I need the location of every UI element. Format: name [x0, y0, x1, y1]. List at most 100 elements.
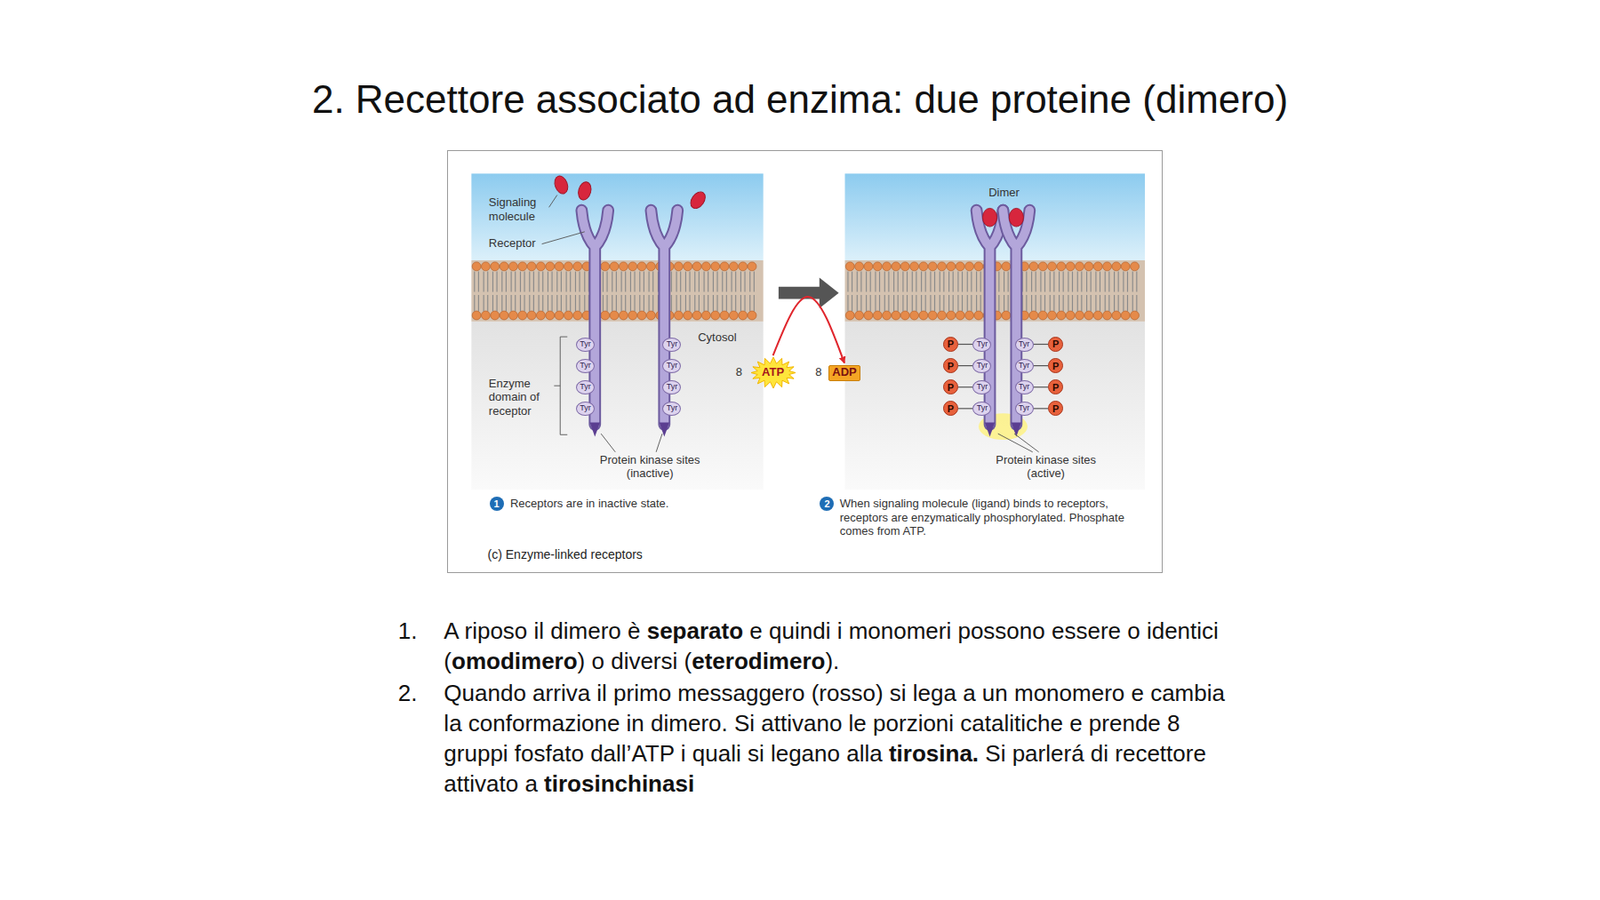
lipid-heads	[671, 272, 672, 293]
lipid-heads	[621, 295, 623, 312]
lipid-heads	[600, 311, 610, 320]
lipid-heads	[998, 295, 1000, 312]
lipid-heads	[628, 311, 638, 320]
lipid-heads	[643, 295, 645, 312]
lipid-heads	[698, 295, 700, 312]
list-text: eterodimero	[691, 648, 825, 675]
lipid-heads	[1025, 272, 1027, 293]
lipid-heads	[1093, 262, 1103, 272]
lipid-heads	[478, 272, 480, 293]
lipid-heads	[547, 272, 549, 293]
lipid-heads	[934, 295, 936, 312]
lipid-heads	[884, 272, 886, 293]
lipid-heads	[1056, 311, 1066, 320]
lipid-heads	[929, 272, 931, 293]
lipid-heads	[900, 311, 910, 320]
lipid-heads	[864, 311, 873, 320]
receptor-protein	[659, 423, 670, 438]
lipid-heads	[1025, 295, 1027, 312]
lipid-heads	[726, 272, 728, 293]
lipid-heads	[856, 272, 858, 293]
lipid-heads	[744, 272, 745, 293]
lipid-heads	[1063, 272, 1064, 293]
lipid-heads	[652, 295, 654, 312]
receptor-protein	[984, 423, 995, 438]
lipid-heads	[939, 295, 941, 312]
lipid-heads	[554, 311, 564, 320]
lipid-heads	[879, 272, 880, 293]
tyrosine-site: Tyr	[662, 359, 681, 374]
lipid-heads	[1095, 295, 1096, 312]
lipid-heads	[1132, 272, 1134, 293]
lipid-heads	[1099, 295, 1101, 312]
list-text: ) o diversi (	[577, 648, 693, 675]
lipid-heads	[527, 311, 536, 320]
lipid-heads	[919, 262, 928, 272]
atp-starburst: ATP	[758, 364, 789, 382]
lipid-heads	[542, 272, 544, 293]
node-label: Tyr	[579, 383, 592, 392]
lipid-heads	[1086, 272, 1088, 293]
lipid-heads	[602, 295, 604, 312]
lipid-heads	[518, 262, 528, 272]
lipid-heads	[1118, 295, 1120, 312]
lipid-heads	[1077, 272, 1079, 293]
ligand	[576, 180, 593, 202]
lipid-heads	[472, 311, 481, 320]
lipid-heads	[560, 295, 562, 312]
lipid-heads	[1075, 311, 1085, 320]
lipid-heads	[912, 272, 913, 293]
lipid-heads	[680, 272, 681, 293]
lipid-heads	[910, 311, 920, 320]
lipid-heads	[957, 272, 959, 293]
lipid-heads	[473, 272, 475, 293]
lipid-heads	[501, 295, 503, 312]
lipid-heads	[970, 295, 972, 312]
lipid-heads	[483, 272, 485, 293]
lipid-heads	[685, 295, 687, 312]
lipid-heads	[900, 262, 910, 272]
tyrosine-site: Tyr	[662, 401, 681, 416]
node-label: ATP	[761, 366, 784, 379]
leader-line	[998, 433, 1033, 453]
lipid-heads	[584, 272, 585, 293]
lipid-heads	[1053, 272, 1055, 293]
lipid-heads	[527, 262, 536, 272]
lipid-heads	[731, 272, 733, 293]
lipid-heads	[609, 311, 619, 320]
lipid-heads	[939, 272, 941, 293]
node-label: P	[1052, 382, 1059, 393]
lipid-heads	[856, 295, 858, 312]
lipid-heads	[685, 272, 687, 293]
lipid-heads	[884, 295, 886, 312]
lipid-heads	[480, 262, 490, 272]
lipid-heads	[490, 311, 500, 320]
lipid-heads	[511, 295, 512, 312]
lipid-heads	[753, 295, 755, 312]
lipid-heads	[643, 272, 645, 293]
lipid-heads	[1035, 272, 1037, 293]
phosphate-group: P	[943, 358, 959, 374]
phosphate-group: P	[1048, 358, 1064, 374]
lipid-heads	[872, 262, 882, 272]
lipid-heads	[1103, 262, 1112, 272]
lipid-heads	[545, 311, 555, 320]
lipid-heads	[616, 272, 617, 293]
adp-box: ADP	[828, 365, 861, 382]
lipid-heads	[1003, 272, 1005, 293]
list-number: 2.	[398, 678, 418, 709]
lipid-heads	[499, 311, 509, 320]
lipid-heads	[1086, 295, 1088, 312]
lipid-heads	[1080, 295, 1082, 312]
lipid-heads	[1038, 311, 1048, 320]
list-item: A riposo il dimero è separato e quindi i…	[443, 616, 1248, 677]
lipid-heads	[694, 272, 696, 293]
figure-caption: (c) Enzyme-linked receptors	[488, 548, 643, 562]
lipid-bilayer	[471, 260, 763, 322]
lipid-heads	[616, 295, 617, 312]
lipid-heads	[542, 295, 544, 312]
lipid-heads	[928, 262, 937, 272]
lipid-heads	[1104, 295, 1106, 312]
lipid-heads	[1080, 272, 1082, 293]
lipid-heads	[1048, 311, 1057, 320]
